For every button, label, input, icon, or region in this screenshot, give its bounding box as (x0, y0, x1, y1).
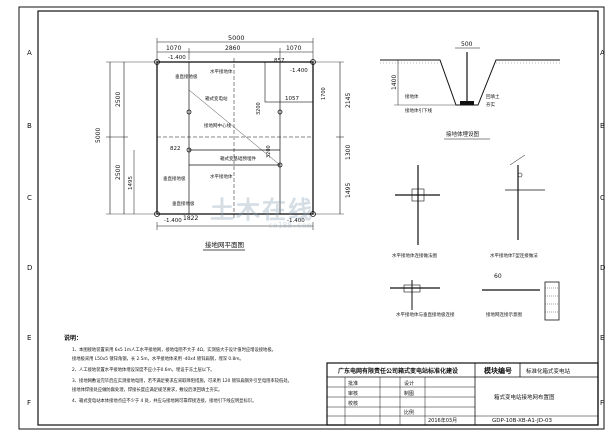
row-marker-b: B (27, 122, 32, 130)
inner-frame (37, 10, 599, 426)
watermark-sub: co188.com (268, 221, 312, 230)
row-marker-a: A (27, 49, 32, 57)
dim-right-1495: 1495 (345, 183, 352, 198)
trench-dim-left: 1400 (391, 75, 398, 90)
tb-module-label: 模块编号 (484, 366, 512, 375)
row-marker-c: C (27, 194, 32, 202)
tb-module-value: 标准化箱式变电站 (526, 367, 571, 375)
detail-caption-2: 水平接地体T型连接做法 (490, 252, 538, 259)
detail-small-dim: 60 (494, 273, 502, 280)
notes-line-4: 3、接地网敷设完毕后应实测接地电阻，若不满足要求应采取降阻措施，可采用 120 … (72, 377, 292, 384)
tb-drawing-no: GDP-10B-XB-A1-JD-03 (492, 418, 552, 424)
dim-left-total: 5000 (95, 128, 102, 143)
tb-row-5: 制图 (404, 390, 414, 397)
notes-line-5: 接地体焊接处应做防腐处理，焊接长度应满足规范要求，敷设后须回填土夯实。 (72, 386, 222, 393)
dim-inner-857: 857 (274, 58, 285, 64)
dim-left-lower: 2500 (115, 165, 122, 180)
watermark: 土木在线 co188.com (210, 190, 400, 230)
dim-top-left: 1070 (166, 45, 181, 52)
row-marker-f: F (27, 399, 31, 407)
plan-label-horiz-1: 水平接地体 (210, 68, 233, 75)
row-marker-e: E (27, 334, 31, 342)
tb-date: 2016年03月 (428, 417, 457, 424)
tb-row-3: 校核 (348, 400, 358, 407)
trench-section: 500 1400 接地体 接地体引下线 回填土 夯实 接地体埋设图 (380, 41, 560, 140)
tb-row-2: 审核 (348, 390, 358, 397)
dim-top-mid: 2860 (225, 45, 240, 52)
notes-block: 说明： 1、本图接地装置采用 6x5 1m人工水平接地网，接地电阻不大于 4Ω，… (64, 334, 292, 404)
detail-caption-3: 水平接地体与垂直接地极连接 (396, 311, 455, 318)
detail-caption-4: 接地网连接示意图 (486, 311, 522, 318)
row-marker-a-right: A (600, 49, 605, 57)
dim-top-right: 1070 (286, 45, 301, 52)
grounding-plan: 5000 1070 2860 1070 -1.400 -1.400 -1.400… (95, 34, 352, 251)
notes-line-3: 2、人工接地装置水平接地体埋设深度不应小于0.6m，埋设于冻土层以下。 (72, 366, 215, 373)
notes-line-6: 4、箱式变电站本体接地点应不少于 4 处，并应与接地网可靠焊接连接，接地引下线应… (72, 397, 256, 404)
watermark-text: 土木在线 (210, 196, 314, 224)
elevation-2: -1.400 (290, 68, 308, 74)
notes-line-2: 接地极采用 L50x5 镀锌角钢，长 2.5m，水平接地体采用 -40x4 镀锌… (72, 355, 244, 362)
elevation-1: -1.400 (168, 55, 186, 61)
dim-inner-1700: 1700 (321, 87, 327, 100)
tb-row-4: 设计 (404, 380, 414, 387)
elevation-3: -1.400 (164, 218, 182, 224)
detail-caption-1: 水平接地体连接做法图 (392, 252, 437, 259)
title-block: 广东电网有限责任公司箱式变电站标准化建设 模块编号 标准化箱式变电站 批准 审核… (326, 362, 599, 426)
plan-label-rod-3: 垂直接地极 (172, 200, 195, 207)
notes-title: 说明： (64, 334, 82, 342)
plan-label-rod-2: 垂直接地极 (163, 175, 186, 182)
horizontal-conductor (460, 101, 474, 105)
dim-inner-3200b: 3200 (266, 145, 272, 158)
trench-label-4: 夯实 (486, 101, 495, 108)
row-markers: A B C D E F A B C D E F (27, 49, 605, 407)
dim-right-1300: 1300 (345, 145, 352, 160)
substation-foundation (188, 61, 281, 215)
row-marker-e-right: E (600, 334, 604, 342)
row-marker-d-right: D (600, 264, 605, 272)
plan-label-embed: 箱式变基础预埋件 (220, 155, 256, 162)
dim-right-2145: 2145 (345, 93, 352, 108)
trench-caption: 接地体埋设图 (446, 130, 480, 138)
plan-label-center: 接地网中心线 (204, 122, 231, 129)
trench-label-3: 回填土 (486, 93, 500, 100)
trench-dim-top: 500 (461, 41, 473, 48)
tb-company: 广东电网有限责任公司箱式变电站标准化建设 (338, 367, 458, 375)
row-marker-b-right: B (600, 122, 605, 130)
plan-label-substation: 箱式变电站 (205, 95, 228, 102)
outer-frame (18, 6, 605, 430)
dim-inner-3200: 3200 (256, 102, 262, 115)
tb-drawing-name: 箱式变电站接地网布置图 (494, 393, 555, 401)
trench-label-1: 接地体 (405, 93, 419, 100)
dim-left-1495: 1495 (128, 176, 134, 190)
tb-row-1: 批准 (348, 380, 358, 387)
elevation-4: -1.400 (287, 218, 305, 224)
tb-scale-label: 比例 (404, 409, 414, 416)
connection-details: 水平接地体连接做法图 水平接地体T型连接做法 水平接地体与垂直接地极连接 60 … (390, 154, 560, 321)
row-marker-c-right: C (600, 194, 605, 202)
foundation-block (544, 281, 560, 321)
trench-label-2: 接地体引下线 (405, 107, 432, 114)
dim-left-upper: 2500 (115, 92, 122, 107)
row-marker-d: D (27, 264, 32, 272)
dim-bottom-1822: 1822 (183, 215, 198, 222)
plan-caption: 接地网平面图 (205, 240, 244, 249)
notes-line-1: 1、本图接地装置采用 6x5 1m人工水平接地网，接地电阻不大于 4Ω，实测值大… (72, 346, 276, 353)
dim-top-total: 5000 (228, 34, 245, 42)
dim-inner-1057: 1057 (285, 96, 299, 102)
plan-label-rod-1: 垂直接地极 (175, 73, 198, 80)
row-marker-f-right: F (600, 399, 604, 407)
plan-label-horiz-2: 水平接地体 (210, 173, 233, 180)
dim-inner-822: 822 (170, 146, 181, 152)
